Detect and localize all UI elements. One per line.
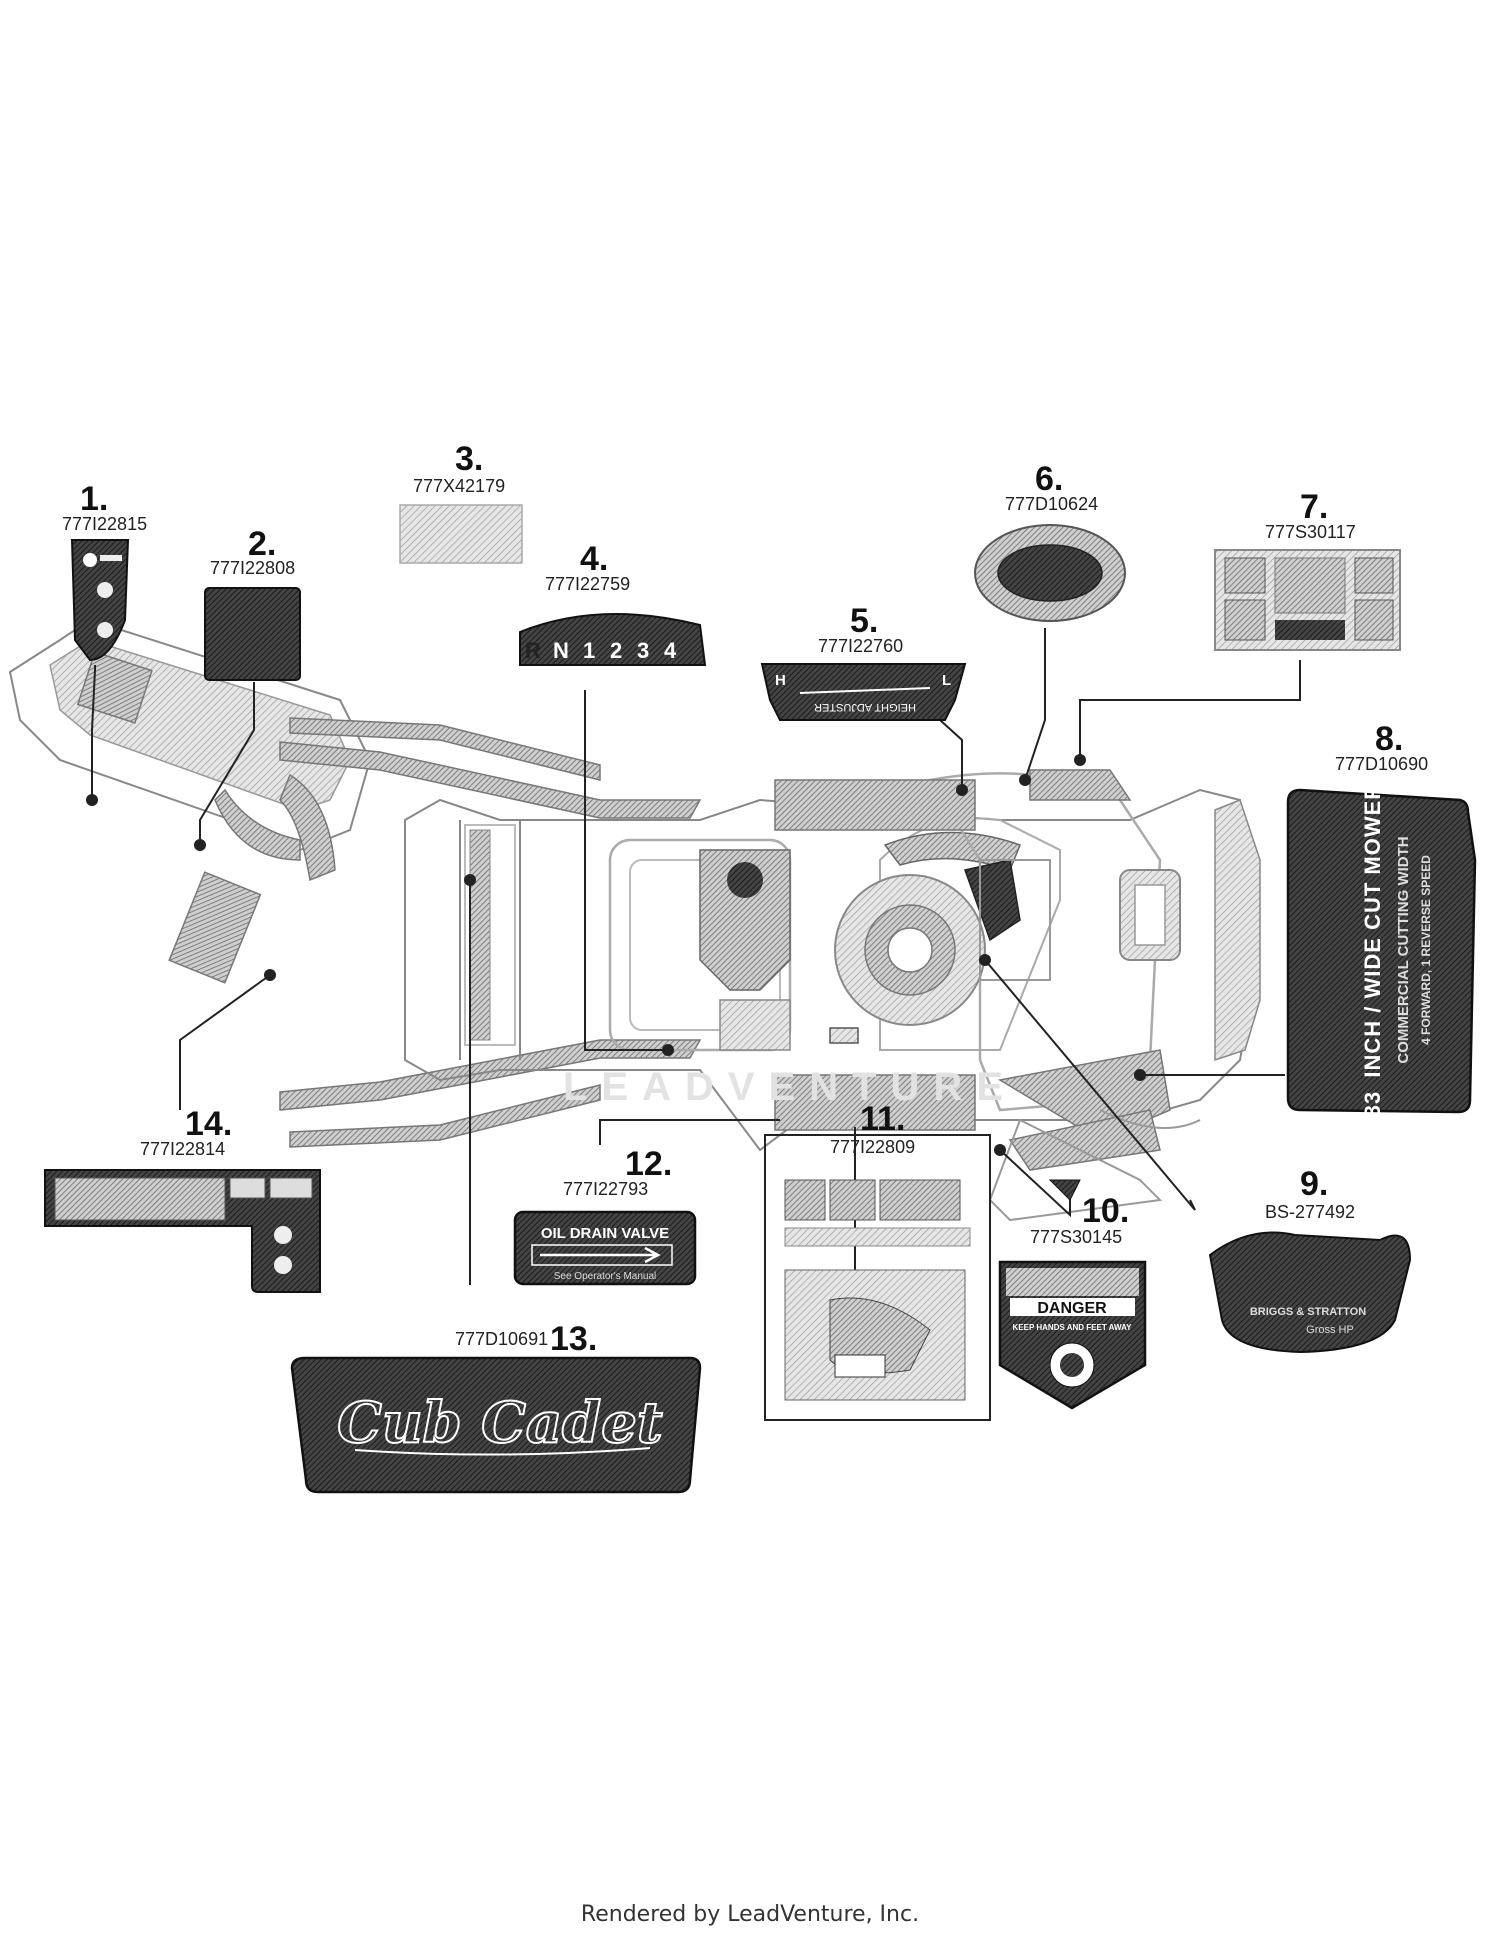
part-code: 777I22809 [830,1137,915,1157]
part-code: 777I22815 [62,514,147,534]
part-7[interactable]: 7. 777S30117 [1214,488,1401,651]
part-number-label: 7. [1300,488,1328,526]
part-4[interactable]: 4. 777I22759 R N 1 2 3 4 [519,540,707,666]
leader-dots [86,754,1146,1156]
part-10[interactable]: 10. 777S30145 DANGER KEEP HANDS AND FEET… [998,1179,1147,1410]
part-13[interactable]: 777D10691 13. Cub Cadet [290,1320,702,1494]
part-code: BS-277492 [1265,1202,1355,1222]
part-code: 777I22759 [545,574,630,594]
height-low: L [942,672,951,689]
part-code: 777S30117 [1265,522,1356,542]
part-code: 777X42179 [413,476,505,496]
part-14[interactable]: 14. 777I22814 [44,1105,321,1293]
part-number-label: 11. [860,1100,905,1138]
part-number-label: 6. [1035,460,1063,498]
part-number-label: 1. [80,480,108,518]
decal-square [204,587,301,681]
part-12[interactable]: 12. 777I22793 OIL DRAIN VALVE See Operat… [513,1145,697,1286]
decal-plate [399,504,523,564]
decal-instructions-box [764,1134,991,1421]
part-1[interactable]: 1. 777I22815 [62,480,147,662]
mower-size-number: 33 [1360,1091,1385,1117]
part-9[interactable]: 9. BS-277492 BRIGGS & STRATTON Gross HP [1208,1165,1412,1354]
part-number-label: 5. [850,602,878,640]
decal-oval-badge [974,524,1126,622]
oil-drain-sub: See Operator's Manual [554,1271,657,1282]
part-number-label: 13. [550,1320,597,1358]
decal-speed-selector: R N 1 2 3 4 [519,613,707,666]
leader-lines [91,628,1301,1290]
decal-brand-logo: Cub Cadet [290,1356,702,1494]
decal-control-knob [70,539,130,662]
decal-oil-drain: OIL DRAIN VALVE See Operator's Manual [513,1210,697,1286]
gear-2: 2 [610,638,622,663]
engine-brand: BRIGGS & STRATTON [1250,1306,1366,1318]
part-code: 777D10691 [455,1329,548,1349]
decal-engine-badge: BRIGGS & STRATTON Gross HP [1208,1231,1412,1354]
part-code: 777D10690 [1335,754,1428,774]
part-number-label: 12. [625,1145,672,1183]
decal-danger: DANGER KEEP HANDS AND FEET AWAY [998,1260,1147,1410]
engine-series: Gross HP [1306,1324,1354,1336]
control-panel-box [168,871,262,984]
watermark: LEADVENTURE [563,1065,1017,1109]
part-code: 777I22793 [563,1179,648,1199]
part-code: 777I22814 [140,1139,225,1159]
part-8[interactable]: 8. 777D10690 33 INCH / WIDE CUT MOWER CO… [1286,720,1477,1117]
height-adjuster-label: HEIGHT ADJUSTER [814,701,916,713]
decal-safety-warnings [1214,549,1401,651]
part-number-label: 3. [455,440,483,478]
mower-sub1: COMMERCIAL CUTTING WIDTH [1395,836,1412,1063]
decal-mower-size: 33 INCH / WIDE CUT MOWER COMMERCIAL CUTT… [1286,783,1477,1117]
brand-logo-text: Cub Cadet [337,1390,663,1456]
part-code: 777I22808 [210,558,295,578]
gear-4: 4 [664,638,677,663]
mower-body: LEADVENTURE [8,618,1261,1222]
gear-n: N [553,638,569,663]
gear-1: 1 [583,638,595,663]
decal-height-adjuster: H L HEIGHT ADJUSTER [760,663,967,721]
svg-text:33 INCH / WIDE CUT M: 33 INCH / WIDE CUT MOWER [1360,783,1385,1117]
part-6[interactable]: 6. 777D10624 [974,460,1126,622]
part-number-label: 14. [185,1105,232,1143]
part-number-label: 8. [1375,720,1403,758]
danger-sub: KEEP HANDS AND FEET AWAY [1013,1323,1133,1332]
part-number-label: 2. [248,525,276,563]
gear-r: R [525,638,541,663]
decal-starting-instructions [44,1169,321,1293]
part-code: 777I22760 [818,636,903,656]
part-3[interactable]: 3. 777X42179 [399,440,523,564]
oil-drain-title: OIL DRAIN VALVE [541,1225,669,1242]
danger-word: DANGER [1037,1300,1107,1317]
mower-sub2: 4 FORWARD, 1 REVERSE SPEED [1419,855,1433,1045]
part-code: 777S30145 [1030,1227,1122,1247]
part-11[interactable]: 11. 777I22809 [764,1100,991,1421]
part-5[interactable]: 5. 777I22760 H L HEIGHT ADJUSTER [760,602,967,721]
part-number-label: 10. [1082,1192,1129,1230]
part-code: 777D10624 [1005,494,1098,514]
mower-title: INCH / WIDE CUT MOWER [1360,783,1385,1078]
part-number-label: 9. [1300,1165,1328,1203]
footer-credit: Rendered by LeadVenture, Inc. [580,1902,920,1927]
part-2[interactable]: 2. 777I22808 [204,525,301,681]
gear-3: 3 [637,638,649,663]
part-number-label: 4. [580,540,608,578]
height-high: H [775,672,786,689]
